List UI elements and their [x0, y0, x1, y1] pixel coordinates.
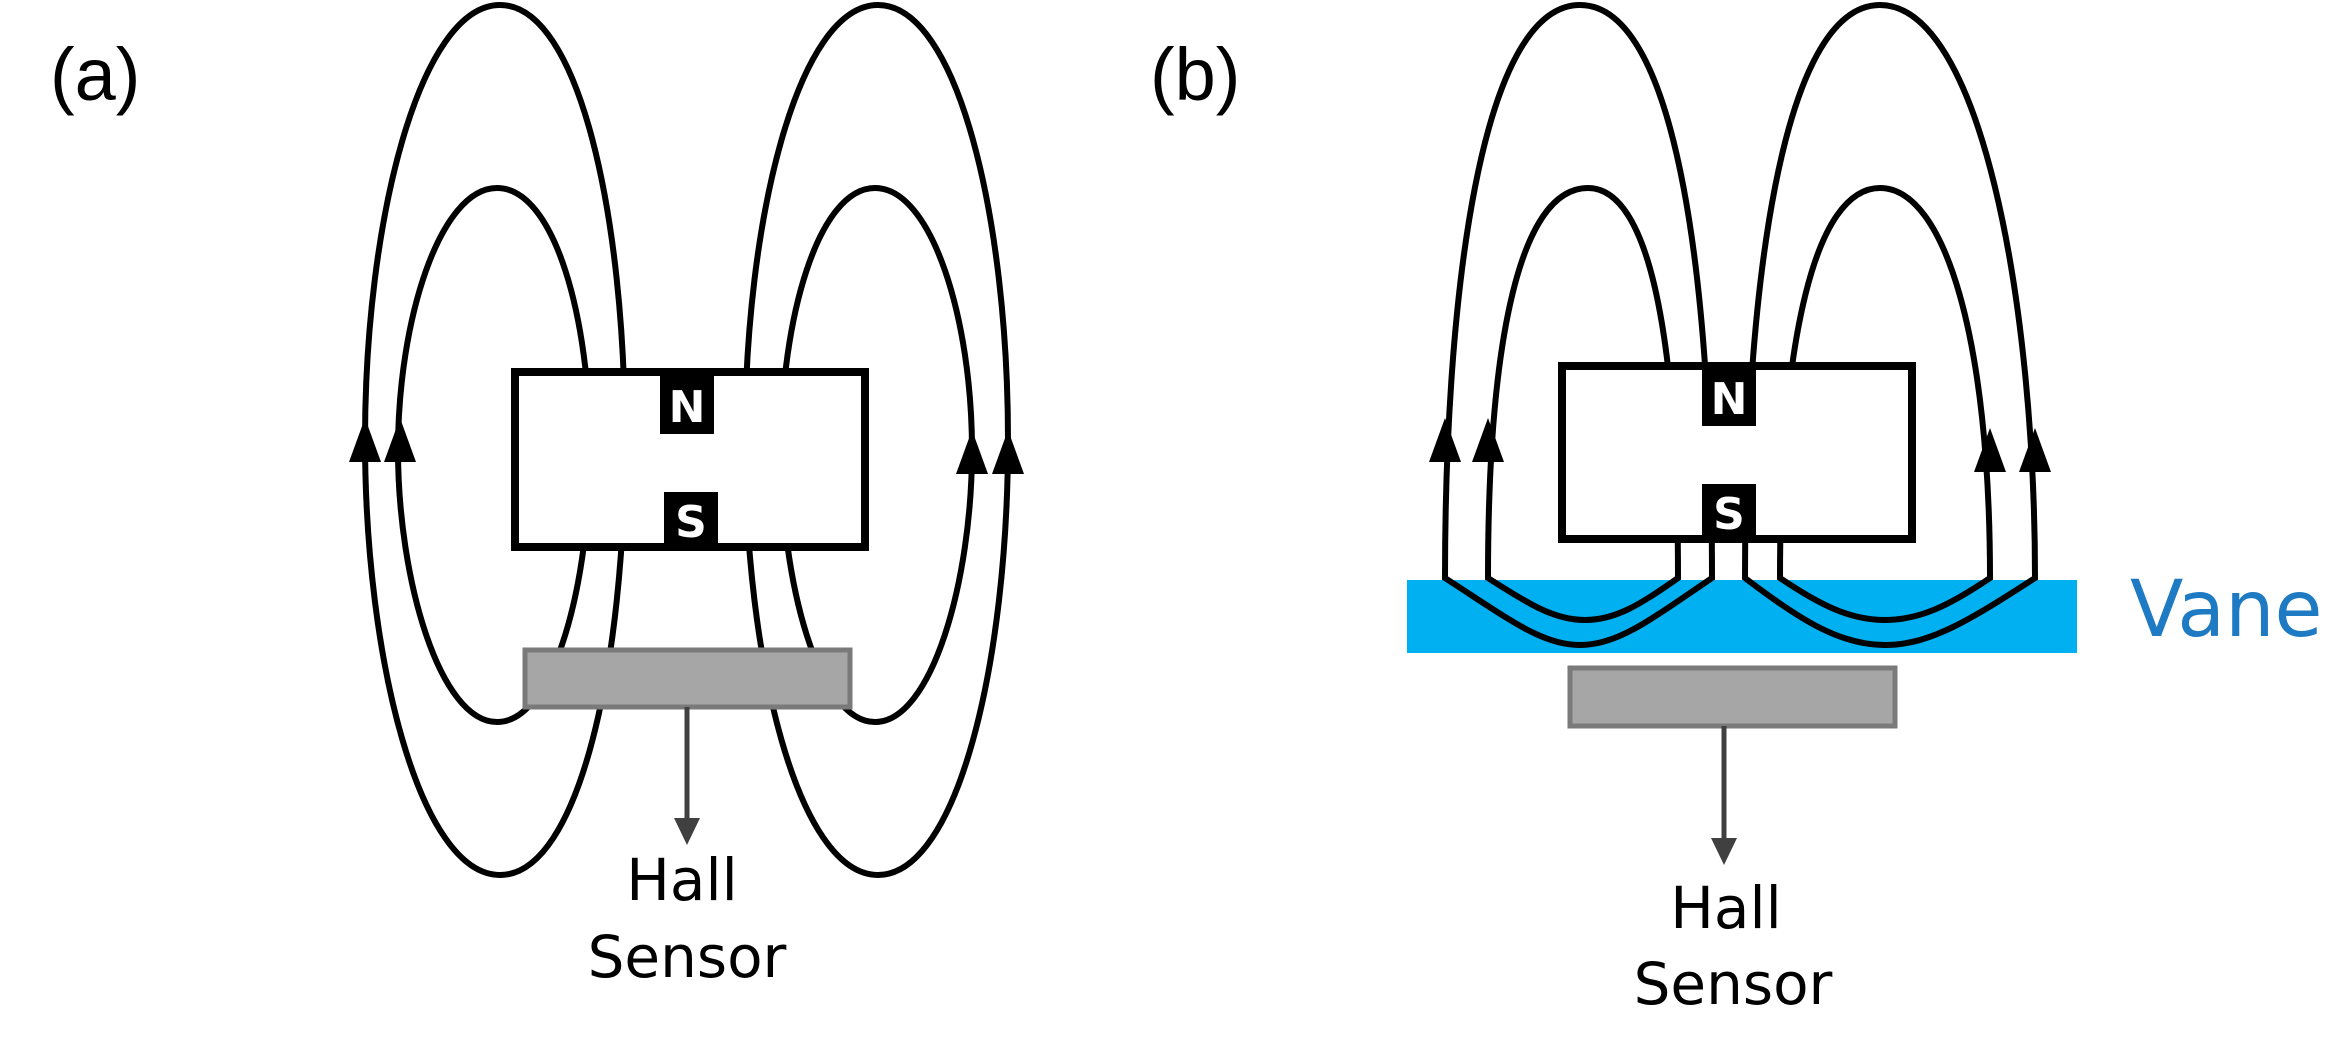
output-arrow-icon — [1711, 838, 1737, 865]
field-line-right-outer — [1741, 1, 2039, 649]
field-line-right-inner — [1776, 184, 1994, 624]
panel-a: (a) N S Hall Sensor — [50, 1, 1024, 991]
vane-label: Vane — [2130, 565, 2323, 655]
panel-a-field-lines — [361, 1, 1012, 879]
north-pole-label: N — [1711, 374, 1748, 425]
field-arrow-up-icon — [1429, 418, 1461, 462]
field-arrow-up-icon — [956, 430, 988, 474]
panel-a-magnet: N S — [511, 368, 869, 551]
sensor-label-line2: Sensor — [1634, 950, 1833, 1018]
field-arrow-up-icon — [349, 418, 381, 462]
field-arrow-up-icon — [1472, 418, 1504, 462]
north-pole-label: N — [669, 382, 706, 433]
field-arrow-up-icon — [992, 430, 1024, 474]
field-line-right-outer — [741, 1, 1012, 879]
south-pole-box — [1702, 484, 1756, 542]
panel-a-label: (a) — [50, 33, 140, 116]
sensor-label-line2: Sensor — [588, 923, 787, 991]
south-pole-label: S — [675, 497, 707, 548]
panel-b: (b) Vane N S Hall S — [1150, 1, 2323, 1018]
panel-b-magnet: N S — [1558, 362, 1916, 543]
north-pole-box — [1702, 370, 1756, 426]
panel-b-hall-sensor — [1567, 665, 1898, 729]
north-pole-box — [660, 376, 714, 434]
panel-a-field-arrows — [349, 418, 1024, 474]
field-arrow-up-icon — [384, 418, 416, 462]
field-arrow-up-icon — [2019, 428, 2051, 472]
sensor-label-line1: Hall — [626, 846, 737, 914]
field-line-left-outer — [1441, 1, 1716, 649]
south-pole-box — [664, 492, 718, 548]
panel-b-field-lines — [1441, 1, 2039, 649]
panel-a-hall-sensor — [522, 647, 853, 710]
field-line-left-inner — [394, 184, 594, 726]
panel-b-label: (b) — [1150, 33, 1240, 116]
field-line-left-outer — [361, 1, 629, 879]
panel-b-field-arrows — [1429, 418, 2051, 472]
field-line-right-inner — [777, 184, 976, 726]
field-line-left-inner — [1484, 184, 1682, 624]
output-arrow-icon — [674, 818, 700, 845]
south-pole-label: S — [1713, 489, 1745, 540]
field-arrow-up-icon — [1974, 428, 2006, 472]
sensor-label-line1: Hall — [1670, 874, 1781, 942]
